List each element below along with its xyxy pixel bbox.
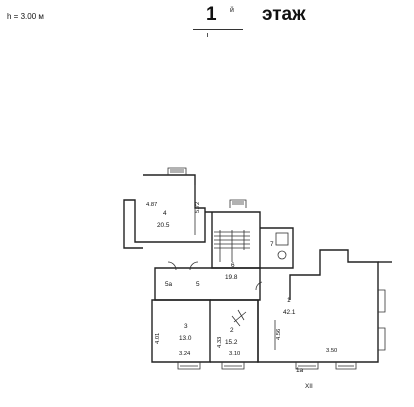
floor-word: этаж — [262, 4, 306, 25]
title-tick-mark — [207, 33, 208, 37]
ceiling-height-note: h = 3.00 м — [7, 12, 44, 21]
axis-mark: XII — [305, 383, 313, 390]
floor-number: 1 — [206, 4, 217, 25]
room-1-number: 1 — [287, 297, 291, 304]
room-6-number: 6 — [231, 262, 235, 269]
dimension-label: 5.72 — [195, 202, 201, 213]
room-6-area: 19.8 — [225, 274, 238, 281]
room-2-number: 2 — [230, 327, 234, 334]
room-5-label: 5 — [196, 281, 200, 288]
thin-lines — [167, 167, 386, 370]
dimension-label: 4.87 — [146, 202, 157, 208]
room-2-area: 15.2 — [225, 339, 238, 346]
dimension-labels: 4.87 5.72 4.01 3.24 4.33 3.10 4.56 3.50 — [146, 202, 337, 357]
dimension-label: 3.50 — [326, 348, 337, 354]
title-underline — [193, 29, 243, 30]
room-4-area: 20.5 — [157, 222, 170, 229]
room-labels: 4 20.5 5а 5 6 19.8 7 1 42.1 2 15.2 3 13.… — [157, 210, 304, 374]
dimension-label: 4.33 — [217, 337, 223, 348]
floor-number-suffix: й — [230, 7, 234, 14]
dimension-label: 3.24 — [179, 351, 191, 357]
room-3-number: 3 — [184, 323, 188, 330]
room-4-number: 4 — [163, 210, 167, 217]
dimension-label: 4.01 — [155, 333, 161, 344]
room-3-area: 13.0 — [179, 335, 192, 342]
dimension-label: 4.56 — [276, 329, 282, 340]
room-1a-label: 1а — [296, 367, 304, 374]
room-1-area: 42.1 — [283, 309, 296, 316]
dimension-label: 3.10 — [229, 351, 240, 357]
room-7-label: 7 — [270, 241, 274, 248]
outer-walls — [123, 174, 392, 363]
room-5a-label: 5а — [165, 281, 173, 288]
